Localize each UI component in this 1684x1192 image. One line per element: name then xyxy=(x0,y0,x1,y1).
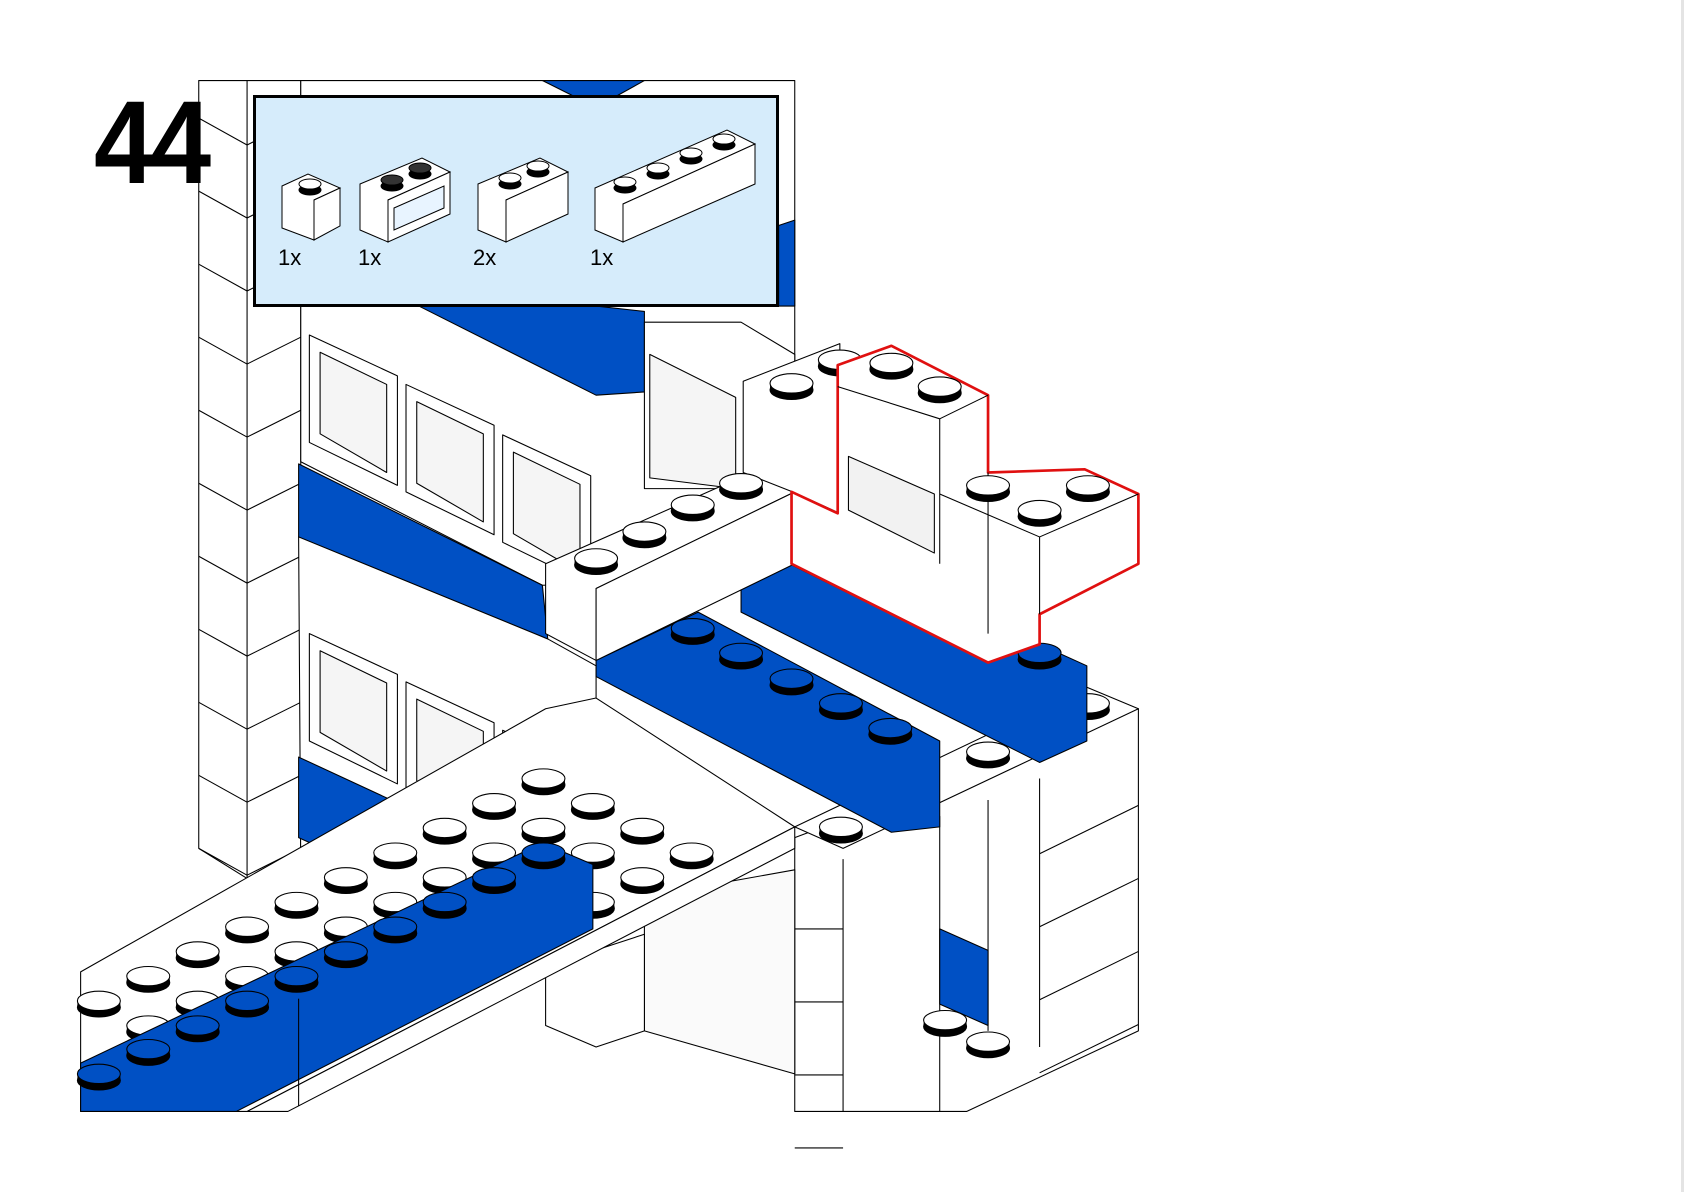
stud xyxy=(868,717,913,745)
part-quantity: 1x xyxy=(590,245,614,270)
stud xyxy=(620,867,665,894)
stud xyxy=(570,793,615,820)
stud xyxy=(175,941,220,969)
middle-blue-brick xyxy=(595,611,941,833)
stud xyxy=(521,817,566,845)
stud xyxy=(126,1038,171,1066)
stud xyxy=(923,1009,968,1037)
stud xyxy=(769,373,814,401)
part-quantity: 2x xyxy=(473,245,497,270)
stud xyxy=(719,473,764,500)
stud xyxy=(274,891,319,919)
facade-window xyxy=(502,434,592,586)
stud xyxy=(1065,475,1110,503)
base-plate-edge xyxy=(246,826,796,1112)
stud xyxy=(472,793,517,820)
new-parts-group xyxy=(790,344,1140,664)
stud xyxy=(323,941,368,969)
stud xyxy=(769,668,814,696)
part-quantity: 1x xyxy=(358,245,382,270)
stud xyxy=(966,1031,1011,1059)
stud xyxy=(669,842,714,870)
right-structure-blue xyxy=(939,928,989,1027)
stud xyxy=(620,817,665,845)
stud xyxy=(917,376,962,404)
window-1x2-icon xyxy=(359,157,452,243)
stud xyxy=(422,817,467,845)
stud xyxy=(472,867,517,894)
stud xyxy=(422,891,467,919)
stud xyxy=(225,990,270,1018)
stud xyxy=(622,521,667,549)
upper-blue-top xyxy=(541,80,645,108)
stud xyxy=(225,916,270,944)
facade-window xyxy=(308,334,398,486)
stud xyxy=(869,352,914,380)
stud xyxy=(670,494,715,522)
stud xyxy=(175,1015,220,1043)
stud xyxy=(521,768,566,796)
step-number: 44 xyxy=(94,77,211,209)
stud xyxy=(1017,499,1062,527)
brick-1x2-icon xyxy=(477,157,570,243)
stud xyxy=(323,867,368,894)
page-edge xyxy=(1681,0,1684,1192)
stud xyxy=(574,548,619,576)
stud xyxy=(966,475,1011,503)
parts-list-callout: 1x 1x 2x 1x xyxy=(253,95,779,307)
facade-window xyxy=(308,633,398,785)
brick-1x4-icon xyxy=(594,129,757,243)
part-quantity: 1x xyxy=(278,245,302,270)
stud xyxy=(521,842,566,870)
stud xyxy=(719,642,764,670)
stud xyxy=(966,741,1011,769)
stud xyxy=(373,842,418,870)
stud xyxy=(76,990,121,1018)
window-piece xyxy=(847,455,935,554)
stud xyxy=(126,965,171,993)
stud xyxy=(670,618,715,645)
stud xyxy=(818,816,863,844)
stud xyxy=(274,965,319,993)
blue-side-strip xyxy=(778,219,796,307)
brick-1x1-icon xyxy=(281,173,342,241)
stud xyxy=(373,916,418,944)
stud xyxy=(76,1063,121,1091)
facade-window xyxy=(405,383,495,536)
stud xyxy=(818,693,863,721)
